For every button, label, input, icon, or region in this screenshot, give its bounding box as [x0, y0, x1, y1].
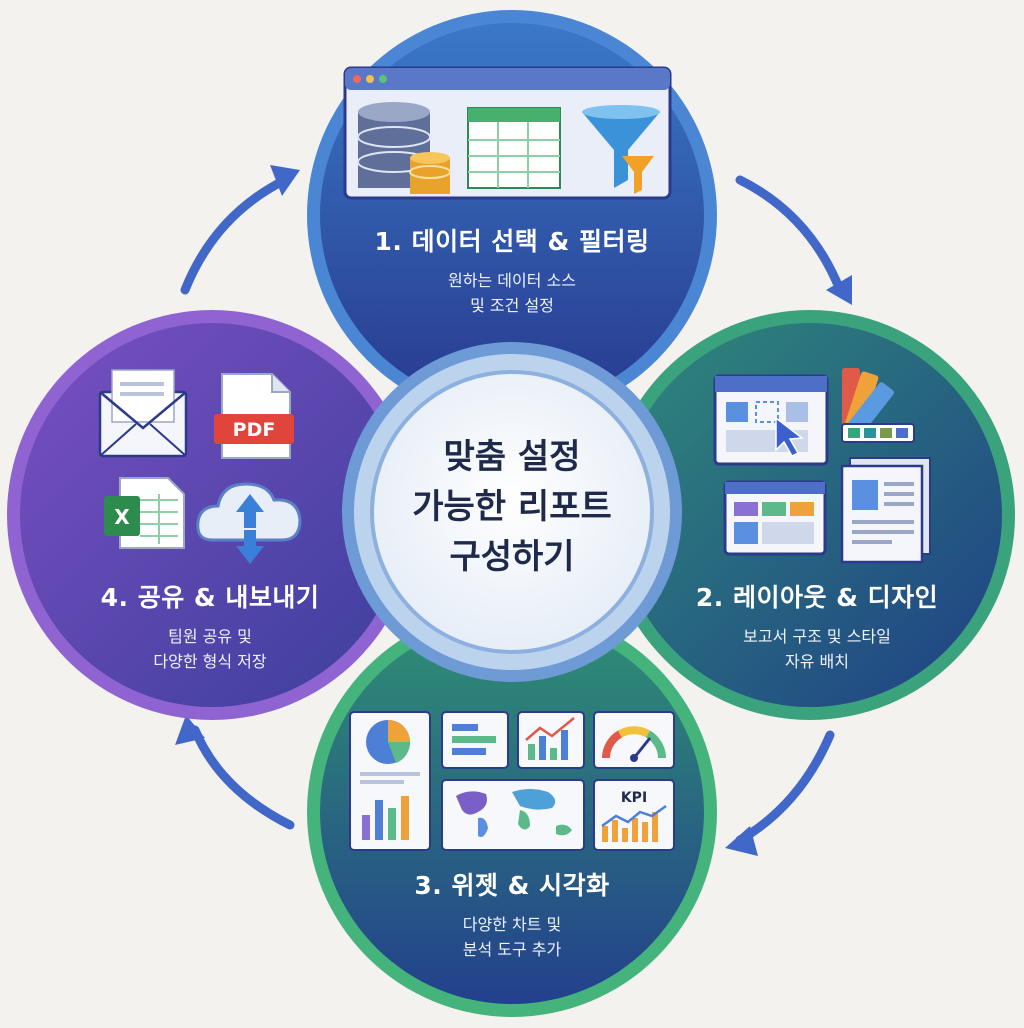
pdf-label: PDF — [233, 419, 276, 441]
step-1-desc-line1: 원하는 데이터 소스 — [448, 271, 576, 290]
step-2-desc-line1: 보고서 구조 및 스타일 — [743, 627, 891, 646]
step-1-desc-line2: 및 조건 설정 — [470, 296, 554, 315]
excel-label: X — [114, 505, 130, 529]
arrow-4-to-1 — [180, 175, 290, 295]
database-icon — [357, 102, 451, 194]
world-map-widget-icon — [441, 779, 585, 851]
arrow-3-to-4 — [190, 725, 295, 830]
step-1-title: 1. 데이터 선택 & 필터링 — [374, 227, 650, 256]
center-circle — [370, 370, 654, 654]
center-title-line1: 맞춤 설정 — [443, 437, 581, 477]
spreadsheet-table-icon — [467, 107, 561, 189]
layout-grid-icon — [713, 374, 829, 466]
pie-chart-widget-icon — [349, 711, 431, 851]
cycle-arrows — [180, 175, 845, 845]
arrow-1-to-2 — [735, 175, 845, 295]
gauge-widget-icon — [593, 711, 675, 769]
step-2-label: 2. 레이아웃 & 디자인 보고서 구조 및 스타일 자유 배치 — [652, 578, 982, 674]
cloud-sync-icon — [196, 482, 302, 564]
page-layout-icon — [723, 480, 827, 556]
center-title: 맞춤 설정 가능한 리포트 구성하기 — [392, 432, 632, 582]
pdf-file-icon: PDF — [214, 373, 294, 459]
step-3-desc-line1: 다양한 차트 및 — [462, 915, 562, 934]
step-4-title: 4. 공유 & 내보내기 — [100, 583, 320, 612]
step-3-title: 3. 위젯 & 시각화 — [414, 871, 610, 900]
step-3-desc-line2: 분석 도구 추가 — [462, 940, 562, 959]
funnel-filter-icon — [582, 105, 660, 194]
step-4-label: 4. 공유 & 내보내기 팀원 공유 및 다양한 형식 저장 — [40, 578, 380, 674]
step-2-title: 2. 레이아웃 & 디자인 — [695, 583, 939, 612]
step-4-desc-line2: 다양한 형식 저장 — [153, 652, 267, 671]
step-4-desc-line1: 팀원 공유 및 — [168, 627, 252, 646]
page-template-icon — [840, 457, 931, 564]
step-2-desc-line2: 자유 배치 — [785, 652, 849, 671]
bar-list-widget-icon — [441, 711, 509, 769]
email-envelope-icon — [98, 369, 188, 458]
center-title-line2: 가능한 리포트 — [412, 487, 612, 527]
line-chart-widget-icon — [517, 711, 585, 769]
excel-file-icon: X — [104, 477, 185, 549]
arrow-2-to-3 — [735, 730, 835, 845]
kpi-label: KPI — [621, 790, 647, 806]
arrow-heads — [175, 165, 852, 856]
kpi-widget-icon: KPI — [593, 779, 675, 851]
step-3-label: 3. 위젯 & 시각화 다양한 차트 및 분석 도구 추가 — [352, 866, 672, 962]
center-title-line3: 구성하기 — [449, 537, 575, 577]
color-palette-icon — [841, 368, 915, 443]
step-1-label: 1. 데이터 선택 & 필터링 원하는 데이터 소스 및 조건 설정 — [332, 222, 692, 318]
